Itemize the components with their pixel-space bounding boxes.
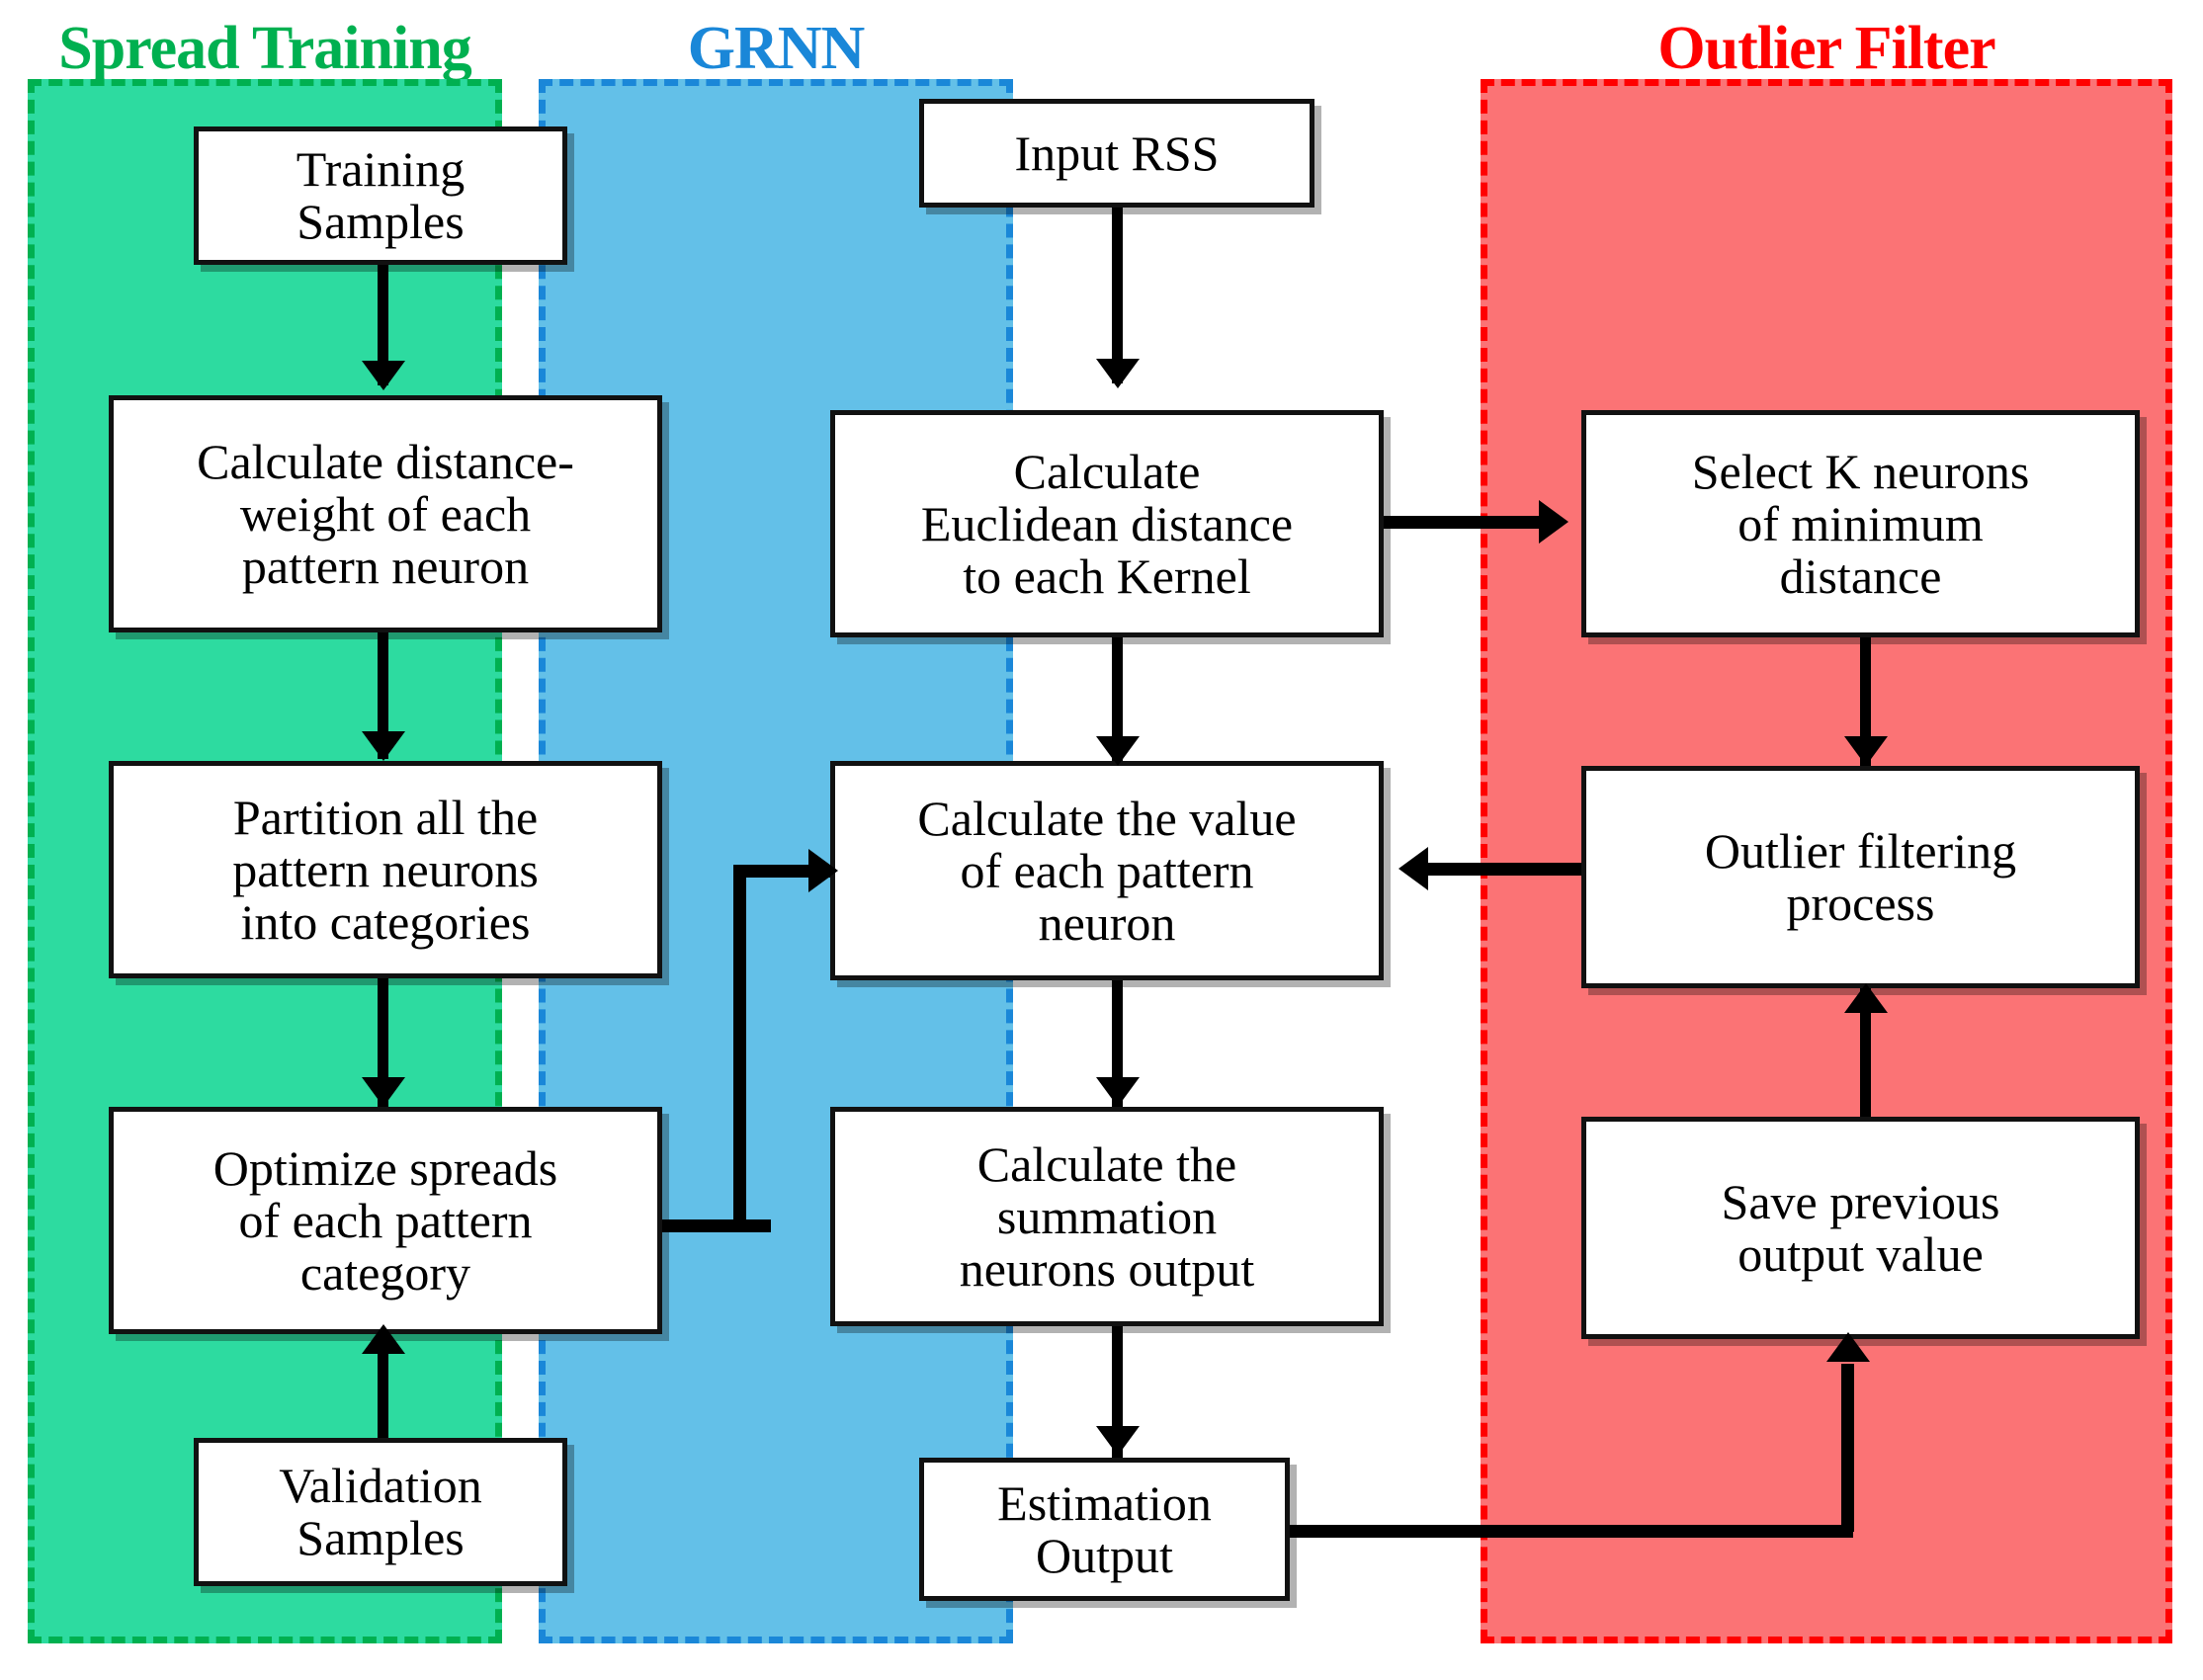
edge-saveprev-to-filtering-line xyxy=(1860,988,1871,1117)
edge-saveprev-to-filtering-arrow xyxy=(1844,983,1888,1013)
edge-euclidean-to-selectk-arrow xyxy=(1539,500,1568,544)
node-optimize-spreads[interactable]: Optimize spreads of each pattern categor… xyxy=(109,1107,662,1334)
node-calculate-pattern-value[interactable]: Calculate the value of each pattern neur… xyxy=(830,761,1384,980)
edge-summation-to-estimation-arrow xyxy=(1096,1426,1140,1456)
edge-partition-to-optimize-line xyxy=(378,978,388,1107)
panel-outlier-filter-title: Outlier Filter xyxy=(1657,15,1995,82)
edge-validation-to-optimize-line xyxy=(378,1329,388,1438)
panel-grnn-title: GRNN xyxy=(687,15,866,82)
edge-estimation-to-saveprev-arrow xyxy=(1826,1332,1870,1362)
edge-patternvalue-to-summation-arrow xyxy=(1096,1077,1140,1107)
panel-spread-training-title: Spread Training xyxy=(58,15,471,82)
node-training-samples[interactable]: Training Samples xyxy=(194,126,567,265)
edge-optimize-to-patternvalue-arrow xyxy=(808,849,838,892)
edge-optimize-to-patternvalue-v xyxy=(733,870,746,1225)
edge-inputrss-to-euclidean-line xyxy=(1112,196,1123,383)
edge-training-to-distanceweight-line xyxy=(378,262,388,385)
edge-selectk-to-filtering-arrow xyxy=(1844,736,1888,766)
edge-inputrss-to-euclidean-arrow xyxy=(1096,359,1140,388)
edge-euclidean-to-patternvalue-arrow xyxy=(1096,736,1140,766)
edge-optimize-to-patternvalue-h1 xyxy=(652,1219,771,1232)
edge-euclidean-to-patternvalue-line xyxy=(1112,637,1123,766)
edge-selectk-to-filtering-line xyxy=(1860,637,1871,766)
edge-partition-to-optimize-arrow xyxy=(362,1077,405,1107)
edge-filtering-to-patternvalue-line xyxy=(1428,863,1586,876)
edge-distanceweight-to-partition-arrow xyxy=(362,731,405,761)
edge-estimation-to-saveprev-v xyxy=(1841,1364,1854,1532)
node-validation-samples[interactable]: Validation Samples xyxy=(194,1438,567,1586)
edge-summation-to-estimation-line xyxy=(1112,1324,1123,1458)
node-calculate-summation-output[interactable]: Calculate the summation neurons output xyxy=(830,1107,1384,1326)
edge-estimation-to-saveprev-h xyxy=(1285,1525,1853,1538)
edge-validation-to-optimize-arrow xyxy=(362,1324,405,1354)
node-input-rss[interactable]: Input RSS xyxy=(919,99,1314,208)
edge-distanceweight-to-partition-line xyxy=(378,630,388,759)
node-calculate-euclidean-distance[interactable]: Calculate Euclidean distance to each Ker… xyxy=(830,410,1384,637)
edge-training-to-distanceweight-arrow xyxy=(362,361,405,390)
node-select-k-neurons[interactable]: Select K neurons of minimum distance xyxy=(1581,410,2140,637)
edge-patternvalue-to-summation-line xyxy=(1112,978,1123,1107)
edge-optimize-to-patternvalue-h2 xyxy=(733,865,832,878)
edge-filtering-to-patternvalue-arrow xyxy=(1398,847,1428,890)
node-save-previous-output[interactable]: Save previous output value xyxy=(1581,1117,2140,1339)
node-partition-pattern-neurons[interactable]: Partition all the pattern neurons into c… xyxy=(109,761,662,978)
node-estimation-output[interactable]: Estimation Output xyxy=(919,1458,1290,1601)
node-outlier-filtering-process[interactable]: Outlier filtering process xyxy=(1581,766,2140,988)
edge-euclidean-to-selectk-line xyxy=(1384,516,1557,529)
node-calculate-distance-weight[interactable]: Calculate distance- weight of each patte… xyxy=(109,395,662,632)
